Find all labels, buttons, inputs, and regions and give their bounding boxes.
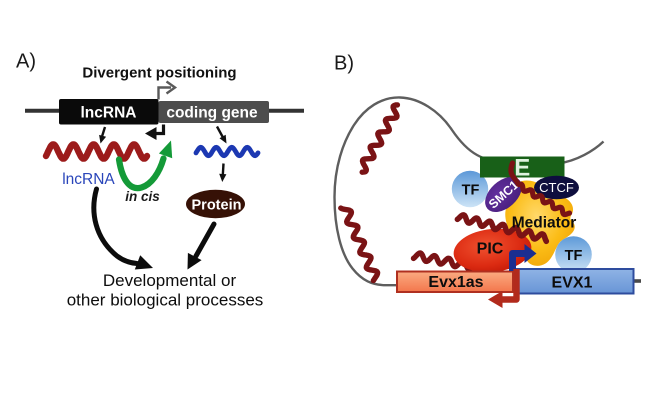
svg-text:Mediator: Mediator (512, 215, 577, 232)
svg-text:coding gene: coding gene (166, 104, 258, 121)
svg-text:TF: TF (462, 182, 480, 198)
svg-text:CTCF: CTCF (539, 180, 574, 195)
svg-text:lncRNA: lncRNA (62, 171, 115, 188)
svg-text:Evx1as: Evx1as (428, 274, 483, 291)
svg-text:A): A) (16, 51, 36, 73)
svg-text:EVX1: EVX1 (552, 275, 593, 292)
svg-text:Developmental or: Developmental or (103, 271, 237, 290)
svg-text:other biological processes: other biological processes (67, 291, 264, 310)
svg-text:PIC: PIC (477, 241, 504, 258)
svg-text:B): B) (334, 53, 354, 75)
svg-text:E: E (514, 155, 530, 182)
svg-text:TF: TF (565, 248, 583, 264)
svg-text:in cis: in cis (125, 189, 160, 204)
svg-text:Divergent positioning: Divergent positioning (82, 65, 236, 82)
svg-text:Protein: Protein (192, 198, 242, 214)
svg-text:lncRNA: lncRNA (81, 104, 137, 121)
